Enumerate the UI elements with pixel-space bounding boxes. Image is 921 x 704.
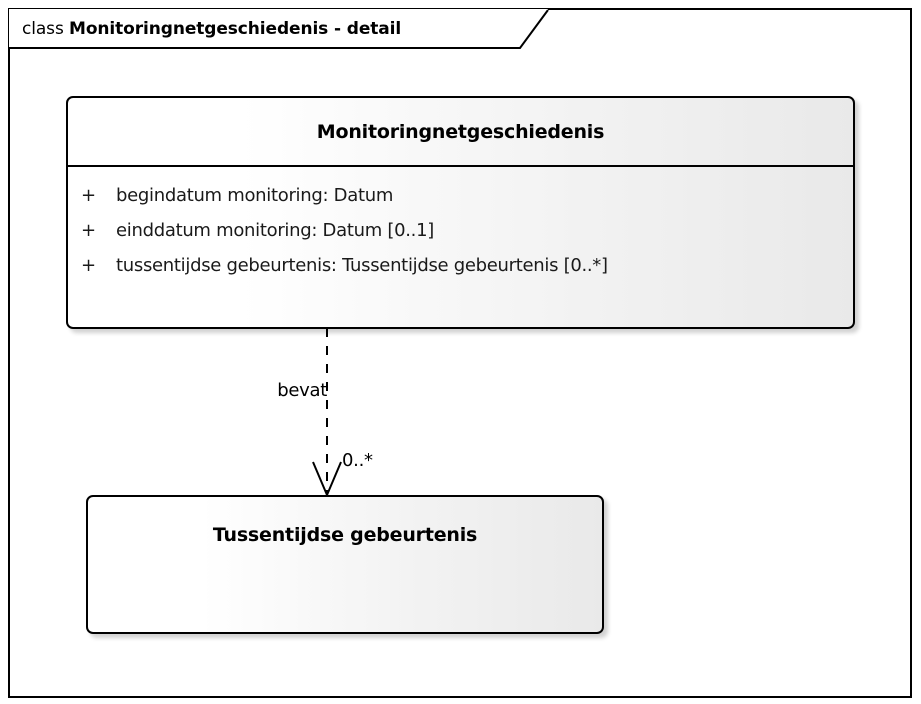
class-compartment-divider: [68, 165, 853, 167]
frame-tab-name: Monitoringnetgeschiedenis - detail: [69, 19, 402, 39]
connector-bevat[interactable]: bevat 0..*: [255, 322, 445, 504]
attribute-row[interactable]: + tussentijdse gebeurtenis: Tussentijdse…: [68, 248, 853, 283]
connector-line: [312, 328, 342, 498]
frame-tab-kind: class: [22, 19, 70, 39]
attribute-visibility: +: [81, 185, 96, 206]
attribute-text: tussentijdse gebeurtenis: Tussentijdse g…: [116, 255, 608, 276]
attribute-visibility: +: [81, 220, 96, 241]
diagram-frame-tab: class Monitoringnetgeschiedenis - detail: [8, 8, 550, 50]
class-name-monitoringnetgeschiedenis: Monitoringnetgeschiedenis: [316, 120, 605, 143]
class-box-tussentijdse-gebeurtenis[interactable]: Tussentijdse gebeurtenis: [86, 495, 604, 634]
class-header-monitoringnetgeschiedenis: Monitoringnetgeschiedenis: [68, 98, 853, 165]
class-box-monitoringnetgeschiedenis[interactable]: Monitoringnetgeschiedenis + begindatum m…: [66, 96, 855, 329]
frame-tab-shape: [9, 9, 549, 49]
class-header-tussentijdse-gebeurtenis: Tussentijdse gebeurtenis: [88, 497, 602, 571]
attribute-visibility: +: [81, 255, 96, 276]
attribute-row[interactable]: + einddatum monitoring: Datum [0..1]: [68, 213, 853, 248]
connector-target-multiplicity: 0..*: [342, 450, 373, 471]
class-attributes-monitoringnetgeschiedenis: + begindatum monitoring: Datum + einddat…: [68, 165, 853, 283]
class-name-tussentijdse-gebeurtenis: Tussentijdse gebeurtenis: [212, 524, 478, 546]
frame-tab-label: class Monitoringnetgeschiedenis - detail: [22, 16, 522, 42]
attribute-text: einddatum monitoring: Datum [0..1]: [116, 220, 434, 241]
attribute-row[interactable]: + begindatum monitoring: Datum: [68, 178, 853, 213]
connector-label-bevat: bevat: [277, 380, 327, 401]
attribute-text: begindatum monitoring: Datum: [116, 185, 394, 206]
